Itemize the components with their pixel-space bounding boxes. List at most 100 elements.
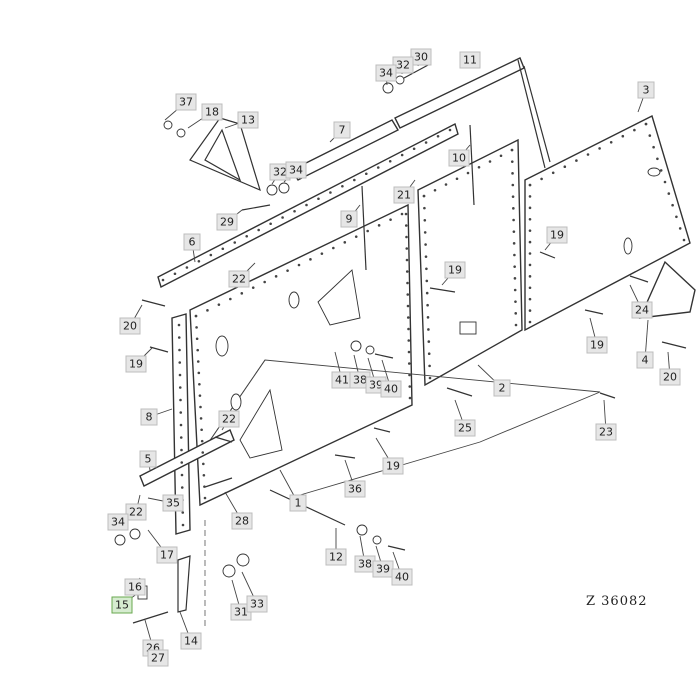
- callout-box[interactable]: [111, 596, 133, 614]
- callout-30[interactable]: 30: [410, 48, 432, 66]
- callout-32[interactable]: 32: [269, 163, 291, 181]
- callout-34[interactable]: 34: [285, 161, 307, 179]
- callout-19[interactable]: 19: [444, 261, 466, 279]
- callout-box[interactable]: [333, 121, 351, 139]
- callout-37[interactable]: 37: [175, 93, 197, 111]
- callout-box[interactable]: [380, 380, 402, 398]
- callout-20[interactable]: 20: [119, 317, 141, 335]
- callout-19[interactable]: 19: [546, 226, 568, 244]
- callout-box[interactable]: [124, 578, 146, 596]
- callout-22[interactable]: 22: [218, 410, 240, 428]
- callout-14[interactable]: 14: [180, 632, 202, 650]
- callout-1[interactable]: 1: [289, 494, 307, 512]
- callout-41[interactable]: 41: [331, 371, 353, 389]
- callout-box[interactable]: [546, 226, 568, 244]
- callout-box[interactable]: [393, 186, 415, 204]
- callout-32[interactable]: 32: [392, 56, 414, 74]
- callout-box[interactable]: [631, 301, 653, 319]
- callout-9[interactable]: 9: [340, 210, 358, 228]
- callout-22[interactable]: 22: [125, 503, 147, 521]
- callout-38[interactable]: 38: [349, 371, 371, 389]
- callout-5[interactable]: 5: [139, 450, 157, 468]
- callout-box[interactable]: [218, 410, 240, 428]
- callout-35[interactable]: 35: [162, 494, 184, 512]
- callout-12[interactable]: 12: [325, 548, 347, 566]
- callout-6[interactable]: 6: [183, 233, 201, 251]
- callout-8[interactable]: 8: [140, 408, 158, 426]
- callout-box[interactable]: [382, 457, 404, 475]
- callout-box[interactable]: [180, 632, 202, 650]
- callout-19[interactable]: 19: [382, 457, 404, 475]
- callout-box[interactable]: [162, 494, 184, 512]
- callout-40[interactable]: 40: [391, 568, 413, 586]
- callout-31[interactable]: 31: [230, 603, 252, 621]
- callout-10[interactable]: 10: [448, 149, 470, 167]
- callout-box[interactable]: [391, 568, 413, 586]
- callout-22[interactable]: 22: [228, 270, 250, 288]
- callout-box[interactable]: [493, 379, 511, 397]
- rivet: [293, 209, 296, 213]
- callout-23[interactable]: 23: [595, 423, 617, 441]
- callout-17[interactable]: 17: [156, 546, 178, 564]
- callout-box[interactable]: [285, 161, 307, 179]
- callout-box[interactable]: [183, 233, 201, 251]
- callout-39[interactable]: 39: [372, 560, 394, 578]
- callout-box[interactable]: [119, 317, 141, 335]
- callout-box[interactable]: [448, 149, 470, 167]
- callout-box[interactable]: [375, 64, 397, 82]
- callout-20[interactable]: 20: [659, 368, 681, 386]
- callout-25[interactable]: 25: [454, 419, 476, 437]
- callout-box[interactable]: [231, 512, 253, 530]
- callout-box[interactable]: [444, 261, 466, 279]
- callout-15[interactable]: 15: [111, 596, 133, 614]
- callout-box[interactable]: [246, 595, 268, 613]
- callout-box[interactable]: [344, 480, 366, 498]
- callout-21[interactable]: 21: [393, 186, 415, 204]
- callout-box[interactable]: [107, 513, 129, 531]
- callout-29[interactable]: 29: [216, 213, 238, 231]
- callout-16[interactable]: 16: [124, 578, 146, 596]
- callout-36[interactable]: 36: [344, 480, 366, 498]
- callout-18[interactable]: 18: [201, 103, 223, 121]
- callout-box[interactable]: [201, 103, 223, 121]
- callout-33[interactable]: 33: [246, 595, 268, 613]
- callout-box[interactable]: [636, 351, 654, 369]
- callout-box[interactable]: [156, 546, 178, 564]
- callout-box[interactable]: [228, 270, 250, 288]
- callout-box[interactable]: [140, 408, 158, 426]
- callout-4[interactable]: 4: [636, 351, 654, 369]
- callout-box[interactable]: [325, 548, 347, 566]
- callout-40[interactable]: 40: [380, 380, 402, 398]
- callout-box[interactable]: [595, 423, 617, 441]
- callout-11[interactable]: 11: [459, 51, 481, 69]
- callout-19[interactable]: 19: [586, 336, 608, 354]
- callout-28[interactable]: 28: [231, 512, 253, 530]
- callout-box[interactable]: [454, 419, 476, 437]
- callout-label: 18: [205, 106, 219, 119]
- callout-box[interactable]: [216, 213, 238, 231]
- callout-box[interactable]: [147, 649, 169, 667]
- callout-2[interactable]: 2: [493, 379, 511, 397]
- callout-34[interactable]: 34: [375, 64, 397, 82]
- callout-7[interactable]: 7: [333, 121, 351, 139]
- callout-box[interactable]: [139, 450, 157, 468]
- callout-24[interactable]: 24: [631, 301, 653, 319]
- callout-box[interactable]: [175, 93, 197, 111]
- callout-box[interactable]: [459, 51, 481, 69]
- callout-19[interactable]: 19: [125, 355, 147, 373]
- rivet: [425, 291, 429, 295]
- callout-box[interactable]: [637, 81, 655, 99]
- callout-3[interactable]: 3: [637, 81, 655, 99]
- callout-box[interactable]: [289, 494, 307, 512]
- callout-box[interactable]: [340, 210, 358, 228]
- callout-box[interactable]: [237, 111, 259, 129]
- callout-38[interactable]: 38: [354, 555, 376, 573]
- callout-27[interactable]: 27: [147, 649, 169, 667]
- callout-box[interactable]: [125, 503, 147, 521]
- rivet: [512, 207, 515, 210]
- callout-box[interactable]: [586, 336, 608, 354]
- callout-13[interactable]: 13: [237, 111, 259, 129]
- callout-34[interactable]: 34: [107, 513, 129, 531]
- callout-box[interactable]: [125, 355, 147, 373]
- callout-box[interactable]: [659, 368, 681, 386]
